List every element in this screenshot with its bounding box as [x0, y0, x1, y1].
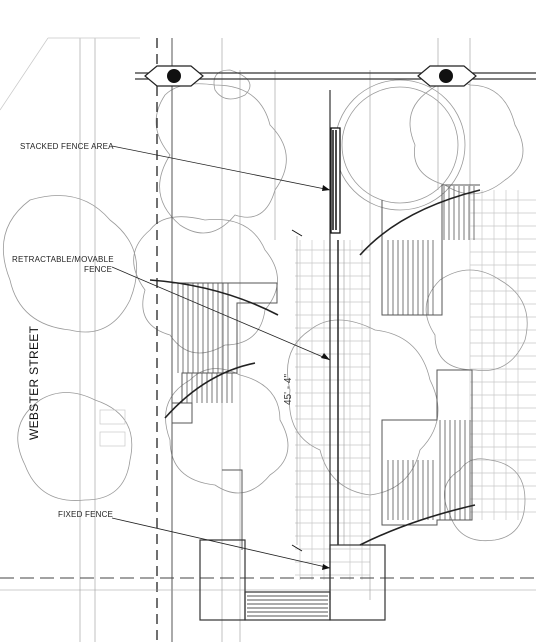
label-retractable-fence-line2: FENCE — [84, 265, 112, 274]
street-name-label: WEBSTER STREET — [27, 325, 41, 440]
leader-lines — [111, 145, 331, 569]
tree-canopies — [3, 69, 528, 542]
planters — [99, 409, 126, 447]
dimension-label: 45' - 4" — [283, 374, 294, 405]
right-stair — [387, 186, 475, 520]
bottom-entry — [199, 539, 386, 621]
leader-arrows — [321, 185, 330, 570]
label-fixed-fence: FIXED FENCE — [58, 510, 113, 519]
property-lines — [0, 37, 536, 642]
fence-line — [291, 90, 345, 600]
stair-outlines — [172, 184, 480, 550]
top-beam — [135, 65, 536, 87]
beam-connector-left — [144, 65, 204, 87]
label-stacked-fence-area: STACKED FENCE AREA — [20, 142, 114, 151]
label-retractable-fence-line1: RETRACTABLE/MOVABLE — [12, 255, 114, 264]
paving-grid — [295, 190, 536, 580]
gate-swings — [149, 189, 481, 546]
left-stair — [177, 283, 233, 403]
beam-connector-right — [417, 65, 477, 87]
